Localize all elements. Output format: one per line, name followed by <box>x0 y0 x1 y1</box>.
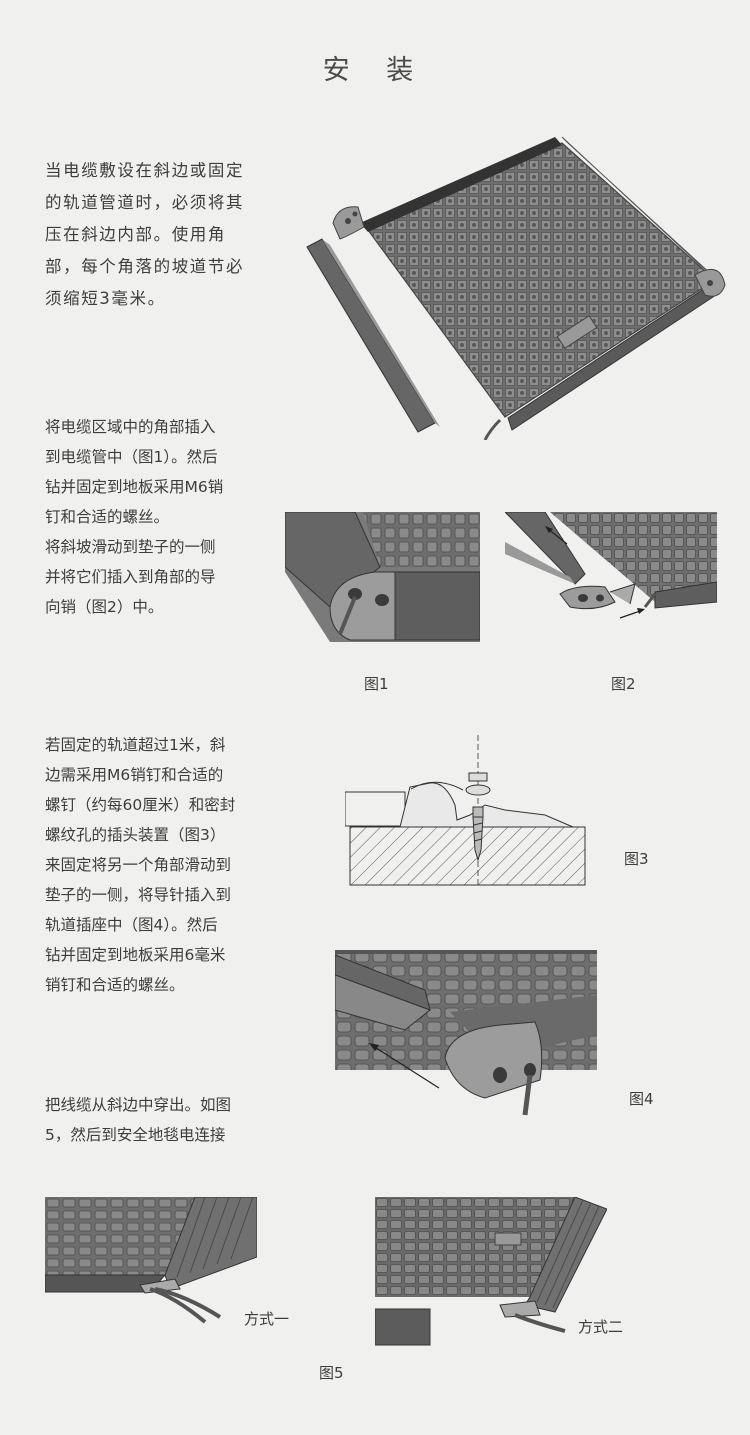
figure-1-caption: 图1 <box>364 675 389 693</box>
text-line: 将电缆区域中的角部插入 <box>45 418 216 436</box>
method-2-caption: 方式二 <box>578 1318 624 1336</box>
page-title: 安 装 <box>322 55 428 86</box>
text-line: 须缩短3毫米。 <box>45 289 166 308</box>
text-line: 把线缆从斜边中穿出。如图 <box>45 1096 232 1114</box>
text-line: 边需采用M6销钉和合适的 <box>45 766 224 784</box>
text-line: 垫子的一侧，将导针插入到 <box>45 886 232 904</box>
figure-1-illustration <box>285 512 480 642</box>
text-line: 压在斜边内部。使用角 <box>45 225 226 244</box>
figure-2-illustration <box>505 512 717 619</box>
text-line: 的轨道管道时，必须将其 <box>45 193 245 212</box>
text-line: 若固定的轨道超过1米，斜 <box>45 736 226 754</box>
figure-4-caption: 图4 <box>629 1090 654 1108</box>
corner-insertion-paragraph: 将电缆区域中的角部插入 到电缆管中（图1）。然后 钻并固定到地板采用M6销 钉和… <box>45 412 223 622</box>
method-1-caption: 方式一 <box>244 1310 290 1328</box>
text-line: 螺钉（约每60厘米）和密封 <box>45 796 236 814</box>
figure-5-caption: 图5 <box>319 1364 344 1382</box>
text-line: 螺纹孔的插头装置（图3） <box>45 826 226 844</box>
cable-exit-paragraph: 把线缆从斜边中穿出。如图 5，然后到安全地毯电连接 <box>45 1090 231 1150</box>
mat-assembly-illustration <box>306 136 726 440</box>
text-line: 钻并固定到地板采用M6销 <box>45 478 224 496</box>
rail-fixing-paragraph: 若固定的轨道超过1米，斜 边需采用M6销钉和合适的 螺钉（约每60厘米）和密封 … <box>45 730 235 1000</box>
figure-5-method-2-illustration <box>375 1197 607 1346</box>
intro-paragraph: 当电缆敷设在斜边或固定 的轨道管道时，必须将其 压在斜边内部。使用角 部，每个角… <box>45 155 244 315</box>
text-line: 到电缆管中（图1）。然后 <box>45 448 218 466</box>
figure-3-caption: 图3 <box>624 850 649 868</box>
text-line: 轨道插座中（图4）。然后 <box>45 916 218 934</box>
text-line: 当电缆敷设在斜边或固定 <box>45 161 245 180</box>
figure-4-illustration <box>335 950 597 1116</box>
text-line: 钉和合适的螺丝。 <box>45 508 170 526</box>
text-line: 钻并固定到地板采用6毫米 <box>45 946 226 964</box>
text-line: 5，然后到安全地毯电连接 <box>45 1126 226 1144</box>
text-line: 来固定将另一个角部滑动到 <box>45 856 232 874</box>
text-line: 并将它们插入到角部的导 <box>45 568 216 586</box>
text-line: 向销（图2）中。 <box>45 598 164 616</box>
figure-5-method-1-illustration <box>45 1197 257 1324</box>
text-line: 销钉和合适的螺丝。 <box>45 976 185 994</box>
figure-3-cross-section <box>345 735 586 886</box>
figure-2-caption: 图2 <box>611 675 636 693</box>
text-line: 将斜坡滑动到垫子的一侧 <box>45 538 216 556</box>
text-line: 部，每个角落的坡道节必 <box>45 257 245 276</box>
